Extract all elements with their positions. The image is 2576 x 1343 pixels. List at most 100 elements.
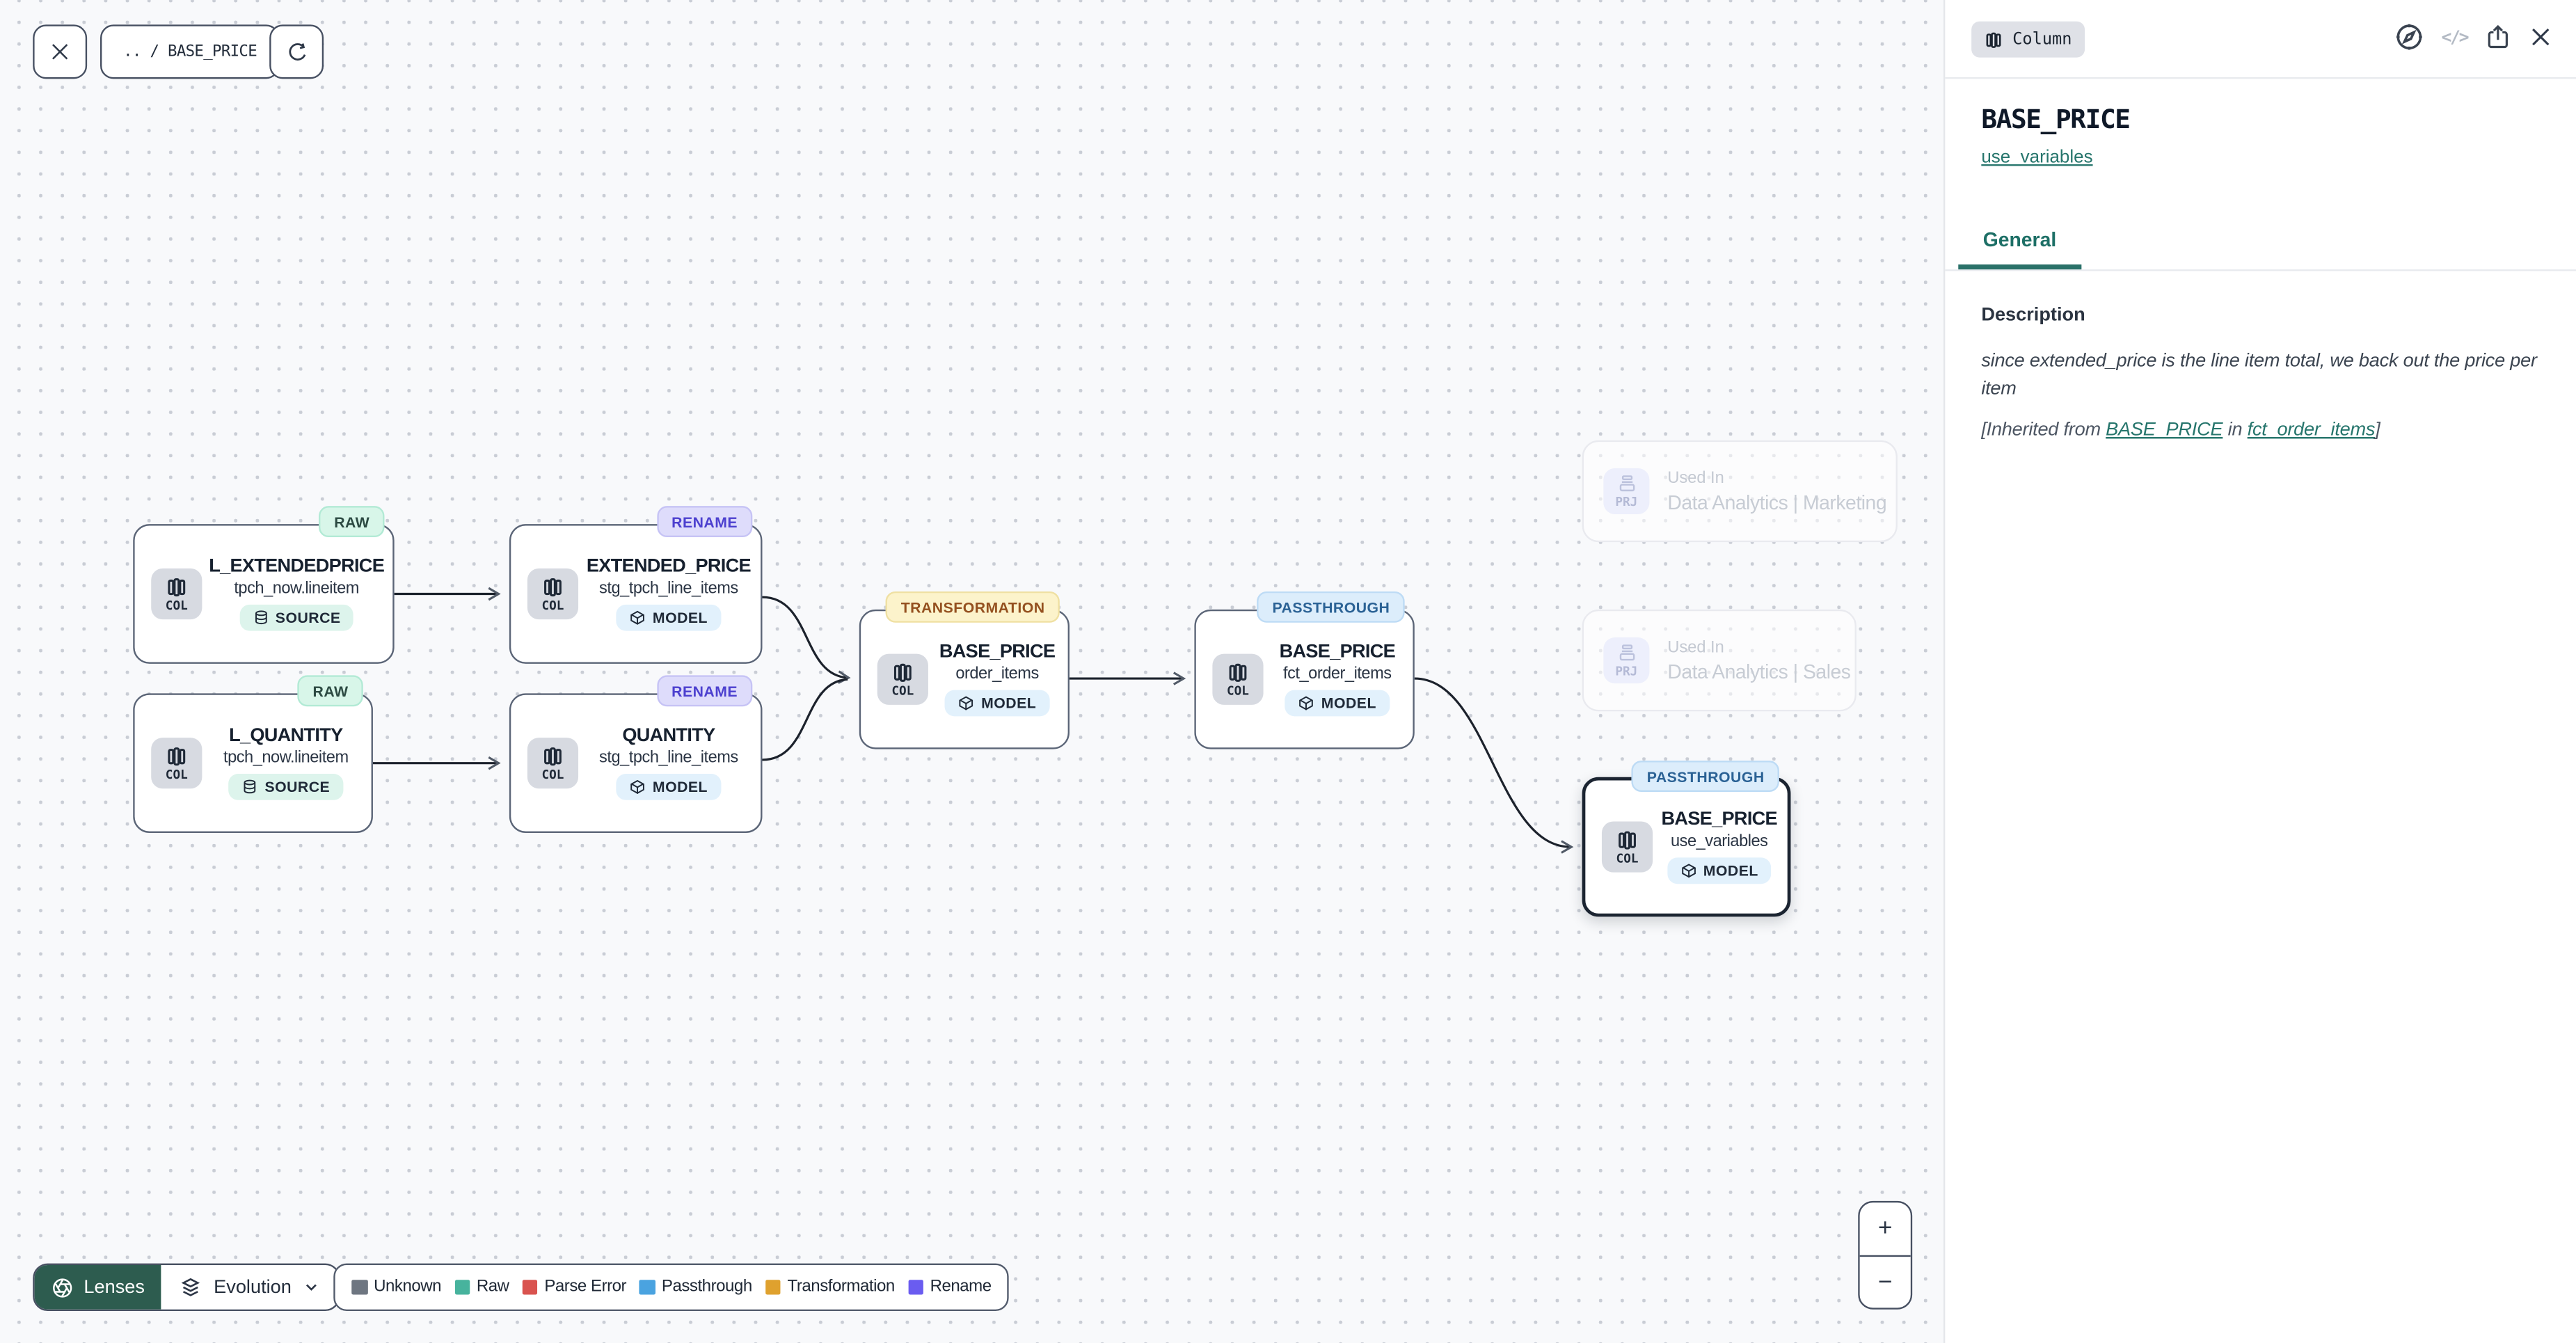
share-button[interactable] — [2484, 23, 2512, 51]
project-stack-icon — [1619, 644, 1635, 661]
database-icon — [244, 779, 256, 794]
project-entity-chip: PRJ — [1603, 468, 1650, 514]
used-in-name: Data Analytics | Sales — [1667, 659, 1851, 683]
used-in-body: Used In Data Analytics | Marketing — [1667, 469, 1886, 514]
columns-icon — [1986, 31, 2001, 47]
node-title: BASE_PRICE — [1661, 809, 1778, 830]
breadcrumb-label: .. / BASE_PRICE — [123, 42, 257, 61]
details-panel: Column </> BASE_PRICE — [1945, 0, 2576, 1343]
lenses-control[interactable]: Lenses Evolution — [33, 1263, 341, 1312]
kind-badge: MODEL — [616, 604, 721, 631]
lens-selected-label: Evolution — [214, 1277, 292, 1297]
zoom-out-button[interactable]: − — [1877, 1268, 1893, 1296]
kind-label: MODEL — [1703, 862, 1758, 880]
kind-badge: SOURCE — [239, 604, 354, 631]
used-in-label: Used In — [1667, 469, 1724, 488]
node-title: EXTENDED_PRICE — [586, 557, 752, 577]
node-body: L_EXTENDEDPRICE tpch_now.lineitem SOURCE — [209, 557, 385, 631]
lineage-node[interactable]: RAW COL L_EXTENDEDPRICE tpch_now.lineite… — [133, 506, 395, 664]
columns-icon — [1229, 663, 1247, 682]
legend-label: Transformation — [787, 1278, 896, 1296]
kind-label: MODEL — [981, 694, 1037, 712]
share-icon — [2488, 24, 2508, 49]
inherited-mid: in — [2223, 420, 2248, 440]
entity-label: PRJ — [1615, 495, 1638, 510]
explore-lineage-button[interactable] — [2394, 22, 2425, 53]
lineage-node-selected[interactable]: PASSTHROUGH COL BASE_PRICE use_variables… — [1582, 761, 1791, 917]
panel-title: BASE_PRICE — [1981, 103, 2131, 135]
legend-item: Passthrough — [639, 1278, 752, 1296]
refresh-button[interactable] — [269, 24, 324, 79]
node-body: QUANTITY stg_tpch_line_items MODEL — [590, 726, 748, 800]
column-entity-chip: COL — [1212, 653, 1264, 705]
columns-icon — [544, 578, 562, 596]
entity-label: COL — [165, 766, 188, 782]
tab-general[interactable]: General — [1958, 215, 2081, 270]
lineage-node[interactable]: PASSTHROUGH COL BASE_PRICE fct_order_ite… — [1194, 591, 1415, 749]
panel-tabs: General — [1945, 215, 2576, 271]
panel-actions: </> — [2394, 22, 2553, 53]
node-title: L_QUANTITY — [229, 726, 343, 746]
node-subtitle: use_variables — [1670, 833, 1768, 851]
view-code-button[interactable]: </> — [2441, 26, 2469, 47]
close-graph-button[interactable] — [33, 24, 88, 79]
kind-label: MODEL — [652, 609, 708, 626]
used-in-node[interactable]: PRJ Used In Data Analytics | Marketing — [1582, 440, 1898, 543]
columns-icon — [544, 747, 562, 765]
used-in-node[interactable]: PRJ Used In Data Analytics | Sales — [1582, 609, 1857, 712]
lineage-canvas[interactable]: .. / BASE_PRICE RAW COL L_EXTENDEDPRICE … — [0, 0, 1946, 1343]
node-body: BASE_PRICE fct_order_items MODEL — [1275, 642, 1399, 717]
node-title: BASE_PRICE — [939, 642, 1056, 662]
lineage-node[interactable]: RENAME COL EXTENDED_PRICE stg_tpch_line_… — [509, 506, 763, 664]
cube-icon — [960, 696, 973, 710]
panel-header: Column </> — [1945, 0, 2576, 79]
entity-label: COL — [541, 597, 564, 613]
kind-label: SOURCE — [264, 779, 331, 795]
entity-label: COL — [1226, 683, 1249, 698]
lens-select[interactable]: Evolution — [161, 1265, 340, 1310]
column-entity-chip: COL — [1601, 821, 1653, 873]
used-in-label: Used In — [1667, 638, 1724, 657]
entity-label: PRJ — [1615, 664, 1638, 679]
kind-label: SOURCE — [275, 609, 341, 626]
kind-label: MODEL — [1321, 694, 1376, 712]
node-subtitle: fct_order_items — [1282, 665, 1392, 684]
lens-badge: PASSTHROUGH — [1257, 591, 1405, 623]
used-in-name: Data Analytics | Marketing — [1667, 490, 1887, 514]
columns-icon — [168, 747, 186, 765]
columns-icon — [168, 578, 186, 596]
model-link[interactable]: use_variables — [1981, 148, 2093, 168]
kind-label: MODEL — [652, 779, 708, 795]
entity-label: COL — [541, 766, 564, 782]
legend-swatch — [765, 1279, 781, 1296]
node-subtitle: tpch_now.lineitem — [223, 749, 349, 768]
legend-item: Parse Error — [522, 1278, 627, 1296]
lineage-node[interactable]: RAW COL L_QUANTITY tpch_now.lineitem SOU… — [133, 675, 373, 834]
zoom-in-button[interactable]: + — [1859, 1202, 1911, 1256]
legend-item: Unknown — [351, 1278, 442, 1296]
column-entity-chip: COL — [151, 738, 202, 789]
node-subtitle: stg_tpch_line_items — [599, 580, 738, 598]
node-title: BASE_PRICE — [1279, 642, 1396, 662]
inherited-model-link[interactable]: fct_order_items — [2247, 420, 2376, 440]
breadcrumb[interactable]: .. / BASE_PRICE — [100, 24, 280, 79]
legend-item: Transformation — [765, 1278, 895, 1296]
close-icon — [52, 44, 68, 60]
lineage-node[interactable]: RENAME COL QUANTITY stg_tpch_line_items … — [509, 675, 763, 834]
lineage-node[interactable]: TRANSFORMATION COL BASE_PRICE order_item… — [859, 591, 1070, 749]
description-heading: Description — [1981, 305, 2085, 326]
kind-badge: SOURCE — [228, 774, 344, 800]
node-body: L_QUANTITY tpch_now.lineitem SOURCE — [214, 726, 358, 800]
zoom-controls: + − — [1858, 1200, 1913, 1310]
close-panel-button[interactable] — [2529, 24, 2553, 49]
inherited-column-link[interactable]: BASE_PRICE — [2106, 420, 2223, 440]
database-icon — [255, 610, 267, 625]
legend-swatch — [454, 1279, 470, 1296]
project-stack-icon — [1619, 475, 1635, 492]
close-icon — [2532, 28, 2550, 46]
cube-icon — [1299, 696, 1314, 710]
node-body: EXTENDED_PRICE stg_tpch_line_items MODEL — [586, 557, 752, 631]
lenses-button[interactable]: Lenses — [34, 1264, 161, 1310]
aperture-icon — [53, 1278, 72, 1297]
